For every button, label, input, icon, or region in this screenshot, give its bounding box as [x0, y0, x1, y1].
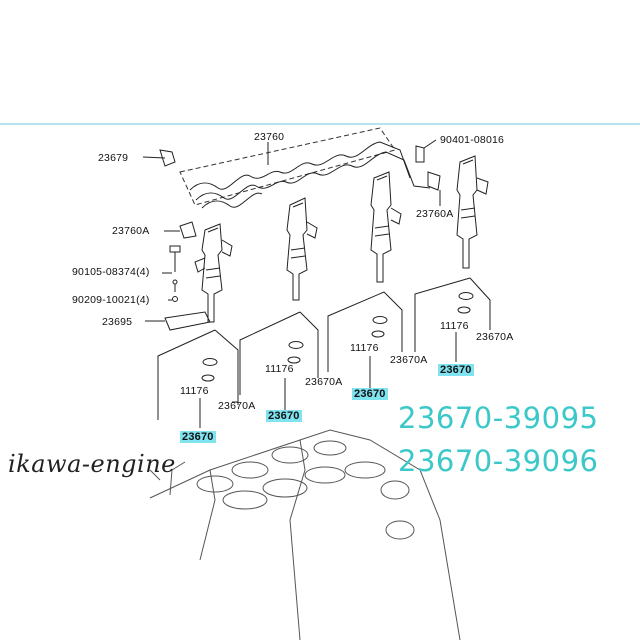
- label-injector-1-part: 23670: [180, 431, 216, 443]
- label-injector-3-seal: 23670A: [390, 354, 428, 366]
- label-injector-3-oring: 11176: [350, 342, 379, 354]
- label-injector-4-part: 23670: [438, 364, 474, 376]
- injector-2-bracket: [239, 311, 319, 410]
- fuel-rail-line-b: [195, 151, 431, 201]
- injector-1: [194, 223, 233, 323]
- fuel-rail-envelope: [179, 127, 396, 206]
- label-washer: 90209-10021(4): [72, 294, 150, 306]
- injector-1-bracket: [157, 329, 239, 428]
- part-number-2: 23670-39096: [398, 444, 599, 478]
- injector-3-bracket: [327, 291, 403, 388]
- label-injector-1-seal: 23670A: [218, 400, 256, 412]
- injector-4-bracket: [414, 277, 491, 362]
- label-fuel-rail: 23760: [254, 131, 285, 143]
- label-injector-2-seal: 23670A: [305, 376, 343, 388]
- label-injector-3-part: 23670: [352, 388, 388, 400]
- fuel-rail-line-a: [189, 141, 411, 191]
- label-injector-4-seal: 23670A: [476, 331, 514, 343]
- injector-4: [456, 155, 489, 269]
- label-bolt: 90105-08374(4): [72, 266, 150, 278]
- label-injector-4-oring: 11176: [440, 320, 469, 332]
- fuel-rail-line-c: [201, 192, 263, 209]
- label-union-bolt: 90401-08016: [440, 134, 505, 146]
- label-injector-2-oring: 11176: [265, 363, 294, 375]
- watermark: ikawa-engine: [8, 450, 176, 478]
- injector-2: [286, 197, 318, 301]
- label-injector-2-part: 23670: [266, 410, 302, 422]
- engine-block: [149, 429, 461, 640]
- rail-clamp-left-part: [179, 221, 197, 239]
- label-rail-left-bolt: 23679: [98, 152, 129, 164]
- clamp-part: [164, 311, 211, 331]
- part-number-1: 23670-39095: [398, 401, 599, 435]
- label-rail-clamp-right: 23760A: [416, 208, 454, 220]
- label-rail-clamp-left: 23760A: [112, 225, 150, 237]
- label-injector-1-oring: 11176: [180, 385, 209, 397]
- injector-3: [370, 171, 402, 283]
- label-clamp: 23695: [102, 316, 133, 328]
